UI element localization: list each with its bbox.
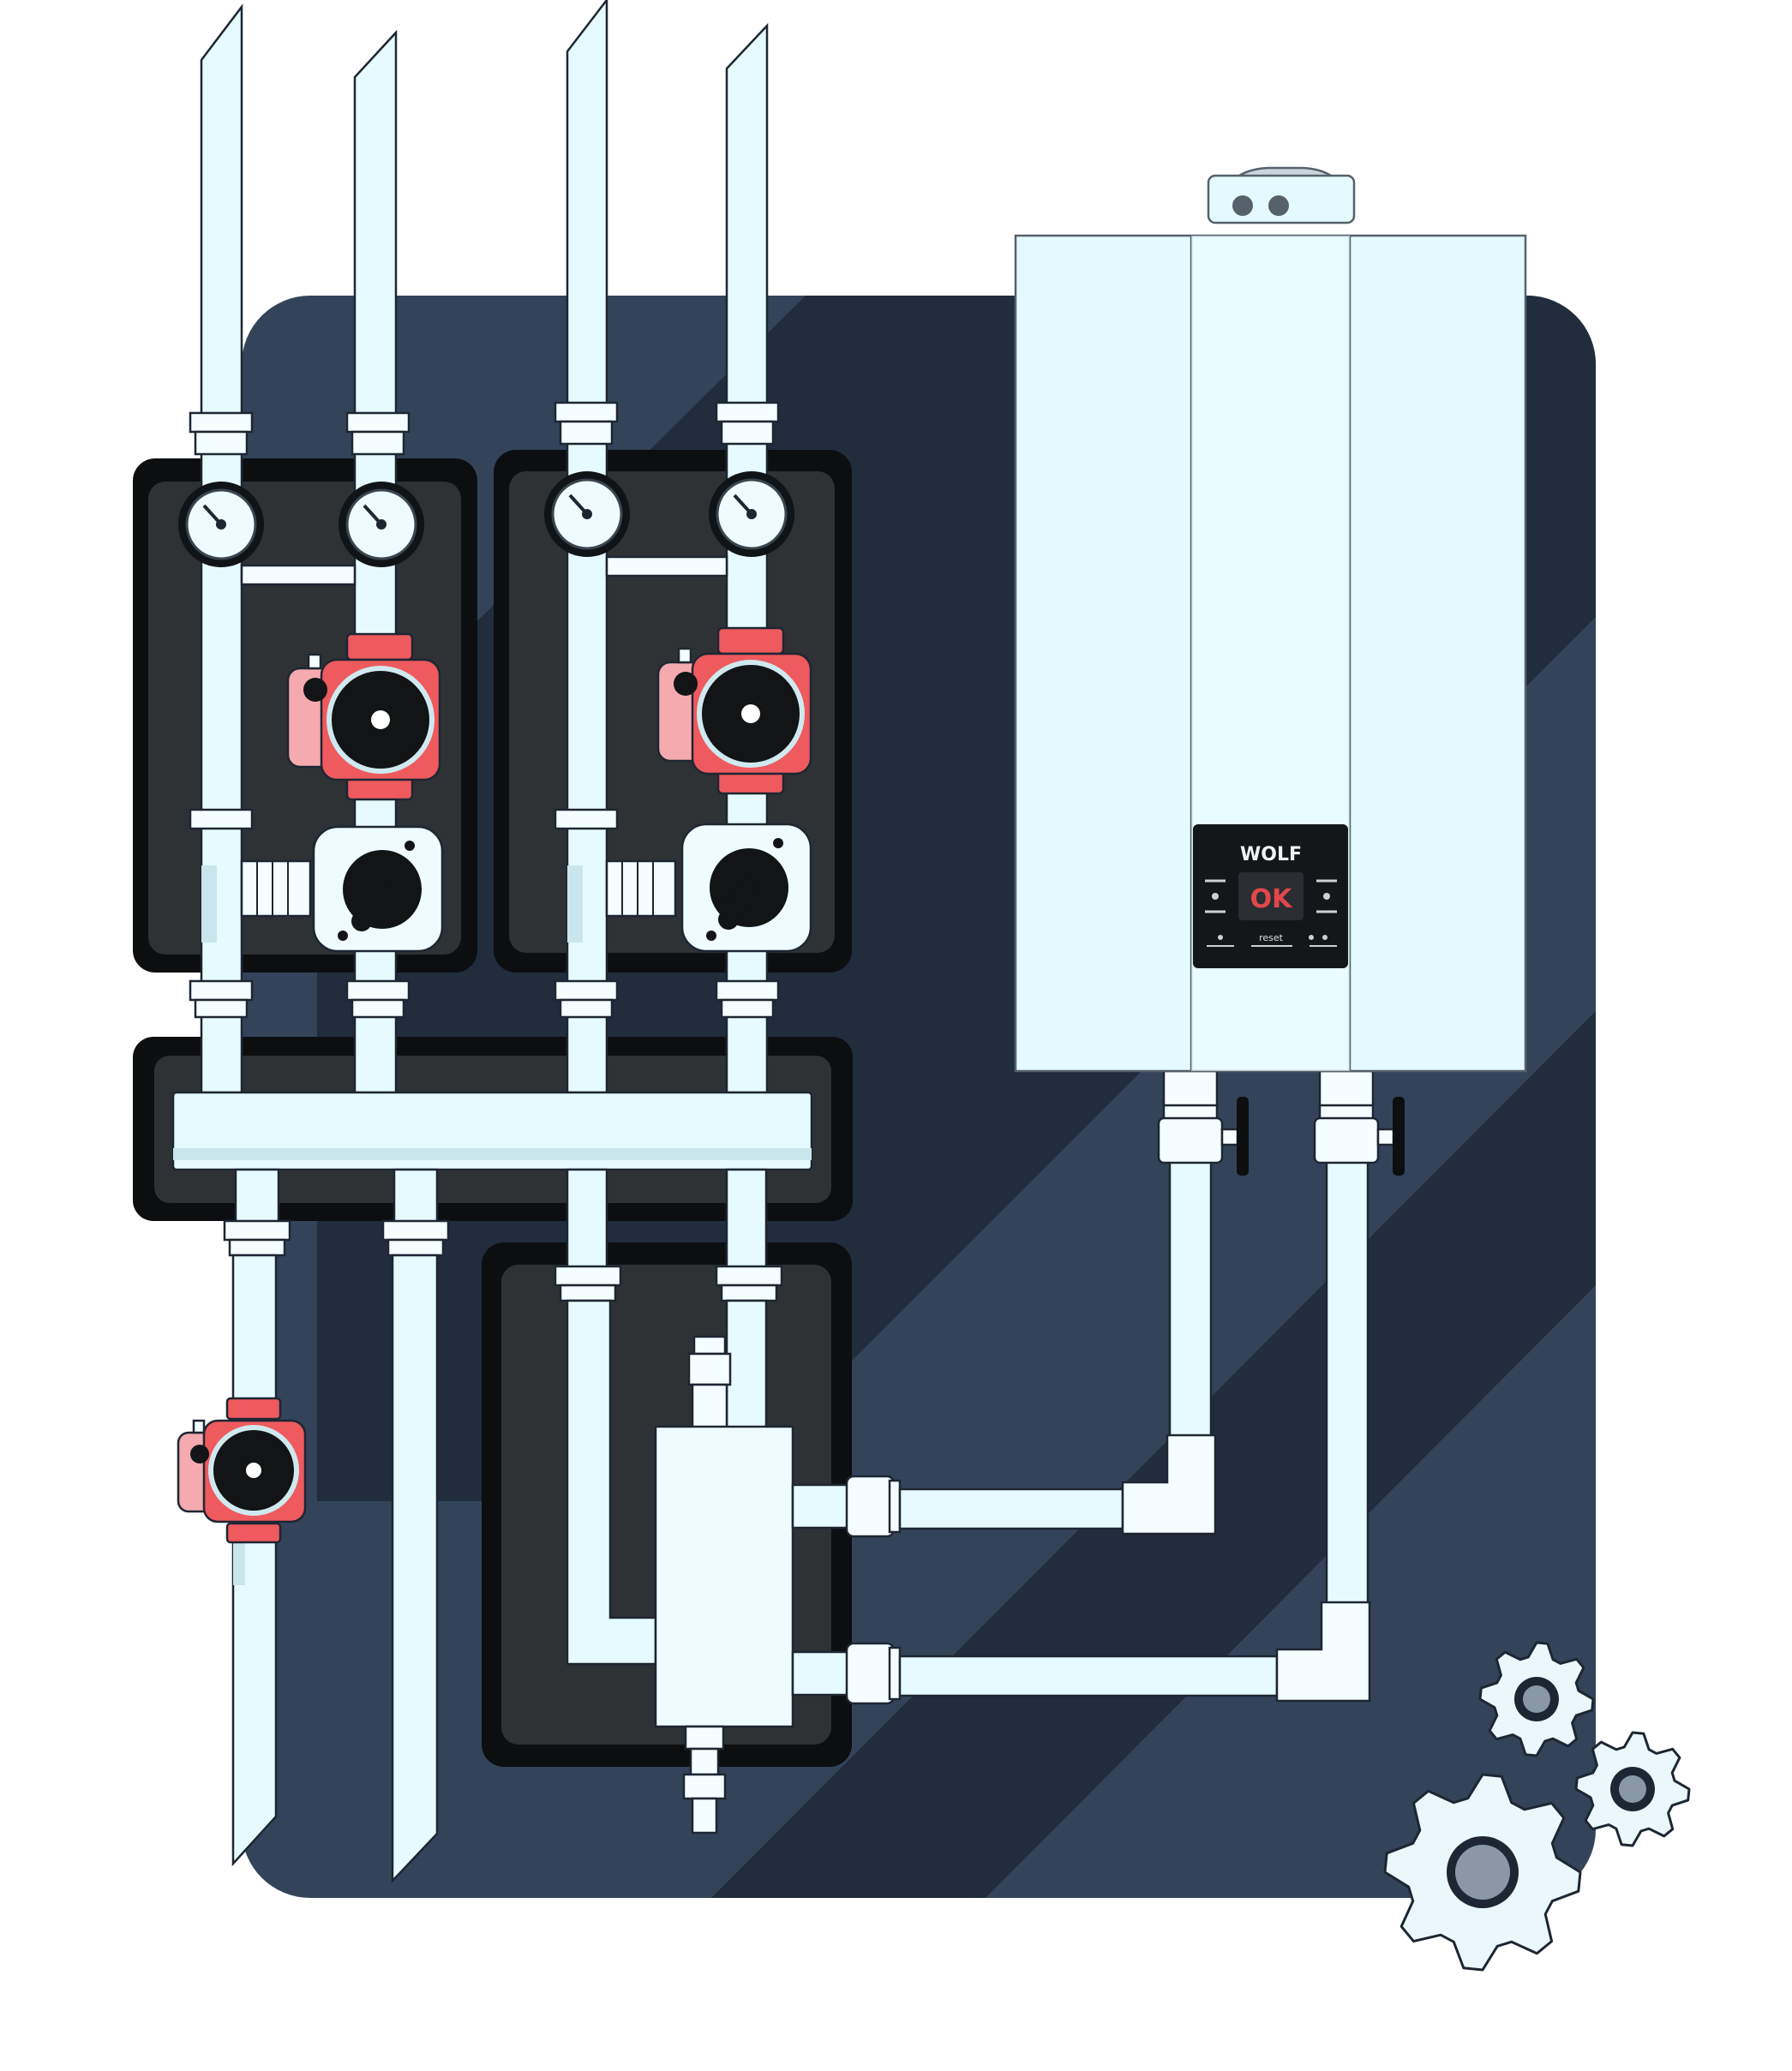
boiler-connection-pipes	[898, 1069, 1405, 1703]
mixing-valve-icon	[240, 825, 444, 953]
gear-icon	[1478, 1641, 1595, 1757]
boiler-reset-label: reset	[1259, 932, 1284, 943]
bypass-bar-right	[605, 555, 728, 578]
circulation-pump-icon	[286, 632, 441, 801]
bypass-bar-left	[240, 564, 357, 586]
pressure-gauge-icon	[339, 482, 424, 567]
boiler-display-status: OK	[1250, 884, 1294, 914]
lower-pipes	[223, 1168, 783, 1884]
boiler-control-panel: WOLF OK reset	[1193, 824, 1348, 968]
pipe-couplings	[189, 401, 780, 1019]
pressure-gauge-icon	[178, 482, 264, 567]
hydraulic-separator	[654, 1335, 902, 1835]
gears-decoration	[1383, 1641, 1691, 1972]
pressure-gauge-icon	[709, 471, 794, 557]
circulation-pump-icon	[177, 1397, 307, 1544]
distribution-manifold	[171, 1091, 813, 1171]
boiler-brand-logo: WOLF	[1240, 844, 1302, 865]
gear-icon	[1574, 1731, 1691, 1847]
circulation-pump-icon	[656, 626, 812, 795]
mixing-valve-icon	[605, 823, 812, 953]
gear-icon	[1383, 1773, 1582, 1972]
pressure-gauge-icon	[544, 471, 630, 557]
